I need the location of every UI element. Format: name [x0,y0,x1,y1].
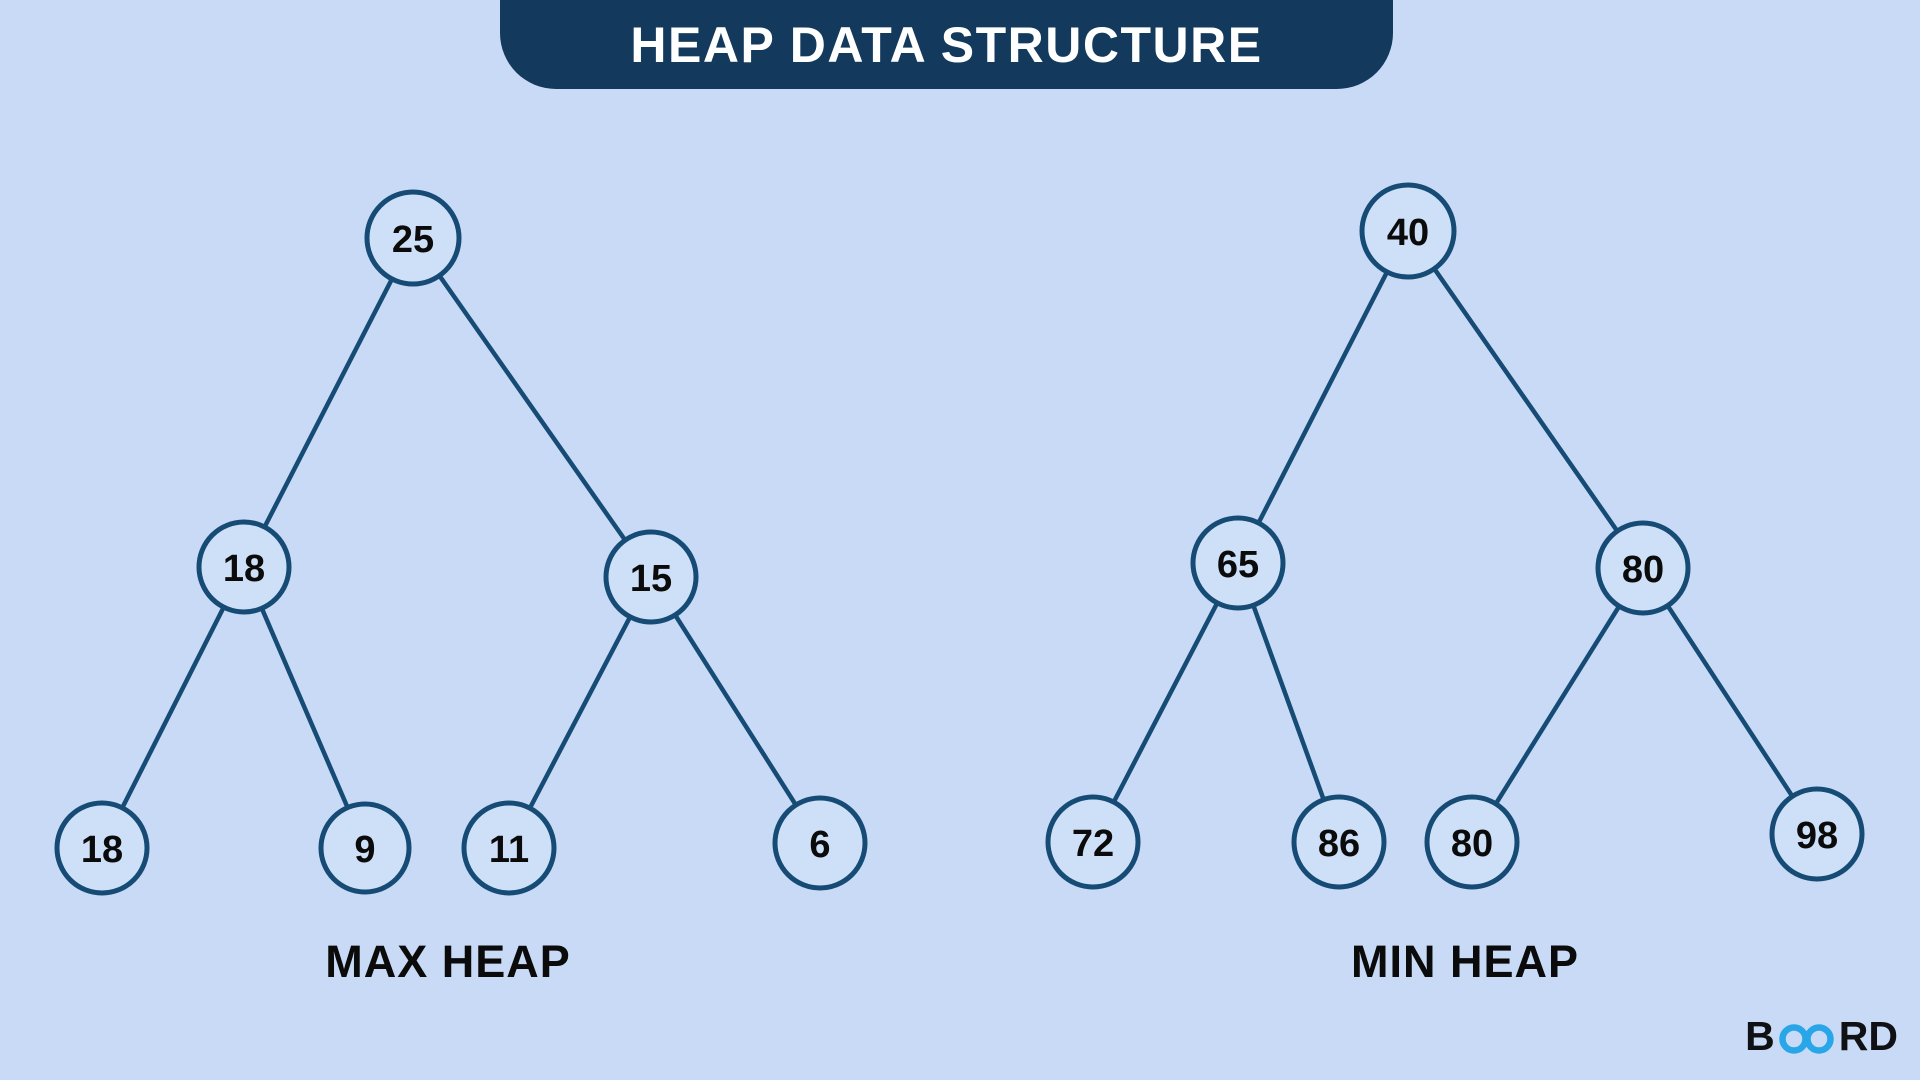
logo-text-left: B [1745,1013,1775,1059]
node-circle [1045,794,1141,890]
node-value: 11 [489,829,529,871]
min-heap-nodes: 40 65 80 72 86 80 [1045,182,1865,890]
node-value: 6 [809,824,830,866]
node-circle [1424,794,1520,890]
heap-node-max-left-left: 18 [54,800,150,896]
node-circle [1595,520,1691,616]
heap-node-max-left: 18 [196,519,292,615]
node-value: 86 [1318,823,1360,865]
node-value: 98 [1796,815,1838,857]
node-circle [772,795,868,891]
node-circle [318,801,412,895]
heap-node-min-root: 40 [1359,182,1457,280]
tree-edge [1235,562,1342,843]
heap-node-max-right: 15 [603,529,699,625]
heap-node-max-right-left: 11 [461,800,557,896]
heap-node-min-left: 65 [1190,515,1286,611]
tree-edge [649,575,822,845]
node-circle [1291,794,1387,890]
node-circle [1359,182,1457,280]
heap-node-min-right: 80 [1595,520,1691,616]
tree-edge [507,575,653,850]
heap-node-max-left-right: 9 [318,801,412,895]
tree-edge [1091,561,1240,844]
min-heap-edges [1091,229,1819,844]
max-heap-nodes: 25 18 15 18 9 11 [54,189,868,896]
node-value: 9 [354,829,375,871]
title-banner: HEAP DATA STRUCTURE [500,0,1393,89]
node-value: 80 [1622,549,1664,591]
tree-edge [1235,229,1411,565]
heap-node-max-right-right: 6 [772,795,868,891]
tree-edge [1406,229,1645,570]
heap-node-min-right-left: 80 [1424,794,1520,890]
node-circle [461,800,557,896]
node-value: 65 [1217,544,1259,586]
node-value: 72 [1072,823,1114,865]
page-title: HEAP DATA STRUCTURE [630,16,1263,73]
heap-node-min-left-right: 86 [1291,794,1387,890]
heap-node-min-left-left: 72 [1045,794,1141,890]
tree-edge [1641,566,1819,836]
node-value: 18 [81,829,123,871]
board-logo: B RD [1745,1013,1898,1060]
node-value: 15 [630,558,672,600]
infinity-icon [1779,1023,1834,1054]
node-circle [364,189,462,287]
tree-edge [99,565,247,850]
node-circle [196,519,292,615]
node-value: 18 [223,548,265,590]
logo-text-right: RD [1838,1013,1898,1059]
tree-edge [241,566,368,849]
node-circle [54,800,150,896]
max-heap-label: MAX HEAP [325,936,571,987]
tree-edge [411,236,653,579]
tree-edge [1470,566,1645,844]
heap-node-max-root: 25 [364,189,462,287]
node-circle [1769,786,1865,882]
min-heap-label: MIN HEAP [1350,936,1580,987]
node-value: 25 [392,219,434,261]
max-heap-edges [99,236,822,850]
tree-edge [241,236,416,569]
node-circle [603,529,699,625]
node-value: 40 [1387,212,1429,254]
node-circle [1190,515,1286,611]
heap-node-min-right-right: 98 [1769,786,1865,882]
node-value: 80 [1451,823,1493,865]
